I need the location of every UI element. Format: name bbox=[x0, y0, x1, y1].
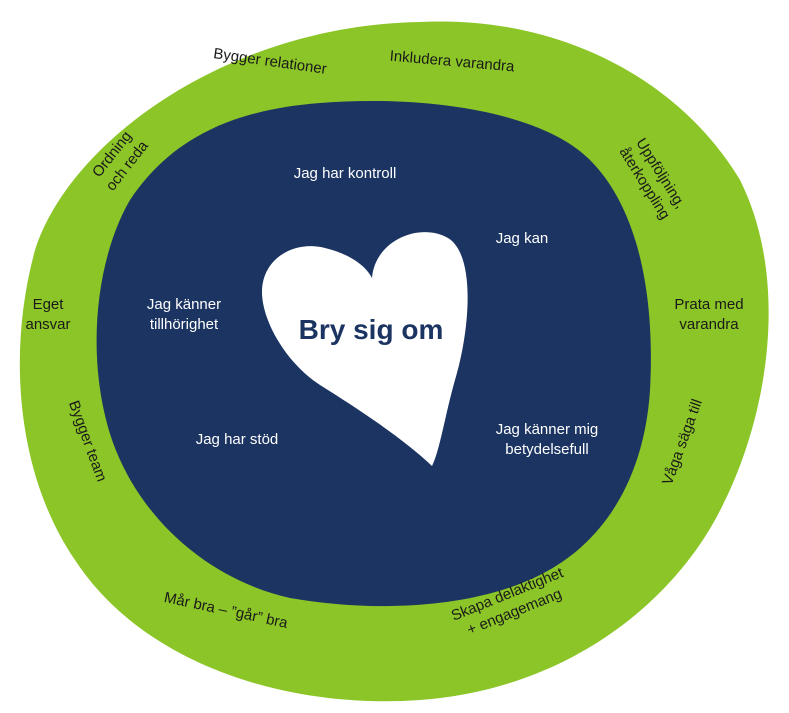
inner-label-tillhorighet-line2: tillhörighet bbox=[150, 316, 219, 333]
inner-label-stod: Jag har stöd bbox=[196, 431, 279, 448]
inner-label-betydelsefull-line1: Jag känner mig bbox=[496, 421, 599, 438]
outer-label-eget-line1: Eget bbox=[33, 296, 65, 313]
heart-shape bbox=[262, 232, 468, 466]
inner-label-tillhorighet-line1: Jag känner bbox=[147, 296, 221, 313]
outer-label-prata-line1: Prata med bbox=[674, 296, 743, 313]
outer-label-prata-line2: varandra bbox=[679, 316, 739, 333]
outer-label-eget-line2: ansvar bbox=[25, 316, 70, 333]
inner-label-kontroll: Jag har kontroll bbox=[294, 165, 397, 182]
inner-label-betydelsefull-line2: betydelsefull bbox=[505, 441, 588, 458]
inner-label-kan: Jag kan bbox=[496, 230, 549, 247]
center-label: Bry sig om bbox=[299, 314, 444, 345]
